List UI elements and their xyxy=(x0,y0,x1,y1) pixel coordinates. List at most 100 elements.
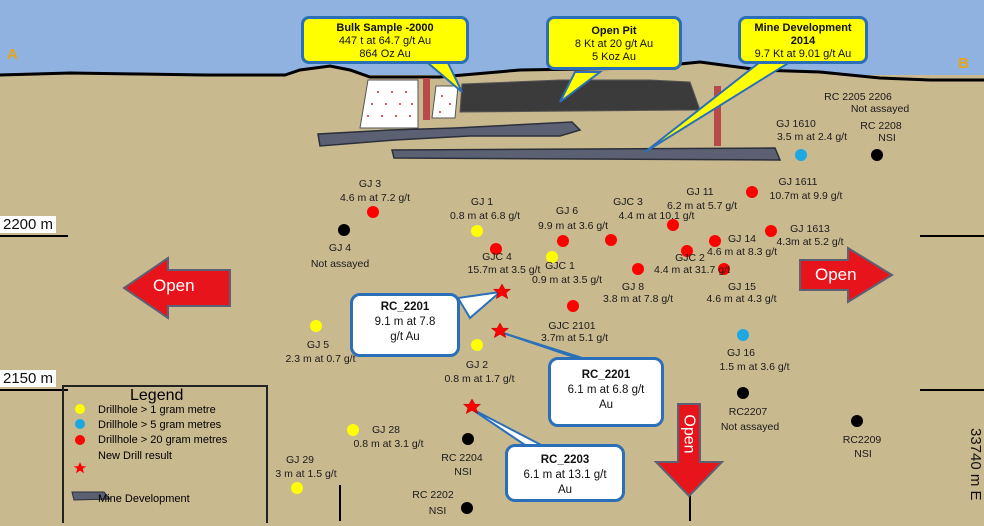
drillhole-name-gjc2: GJC 2 xyxy=(675,252,705,264)
drillhole-name-gj1613: GJ 1613 xyxy=(790,223,830,235)
callout-line: 864 Oz Au xyxy=(359,48,411,60)
drillhole-result-gj1611: 10.7m at 9.9 g/t xyxy=(769,190,843,202)
drillhole-name-gj4: GJ 4 xyxy=(328,242,352,254)
drillhole-name-gj6: GJ 6 xyxy=(555,205,579,217)
drillhole-marker-gj14 xyxy=(709,235,721,247)
drillhole-marker-gjc2 xyxy=(681,245,693,257)
drillhole-result-gj3: 4.6 m at 7.2 g/t xyxy=(339,192,411,204)
drillhole-result-gj1610: 3.5 m at 2.4 g/t xyxy=(776,131,848,143)
callout-line: 8 Kt at 20 g/t Au xyxy=(574,38,654,50)
drillhole-name-gj11: GJ 11 xyxy=(686,186,714,198)
new-drill-stars xyxy=(462,283,512,415)
open-arrow-down xyxy=(653,403,725,498)
mine-development-upper xyxy=(317,121,582,147)
drillhole-name-gj1611: GJ 1611 xyxy=(778,176,818,188)
drillhole-name-gj28: GJ 28 xyxy=(371,424,400,436)
callout-line: 447 t at 64.7 g/t Au xyxy=(338,35,432,47)
result-box-rc2203: RC_2203 6.1 m at 13.1 g/t Au xyxy=(505,444,625,502)
drillhole-marker-gj4 xyxy=(338,224,350,236)
result-line: 6.1 m at 13.1 g/t xyxy=(523,469,607,481)
callout-line: 5 Koz Au xyxy=(591,51,637,63)
elevation-label-2200: 2200 m xyxy=(0,216,57,233)
open-label-left: Open xyxy=(153,276,195,295)
result-line: 9.1 m at 7.8 xyxy=(374,316,436,328)
drillhole-name-rc2208: RC 2208 xyxy=(860,120,902,132)
open-arrow-left xyxy=(122,256,231,320)
drillhole-name-gj5: GJ 5 xyxy=(306,339,330,351)
drillhole-result-gj28: 0.8 m at 3.1 g/t xyxy=(353,438,424,450)
new-drill-star xyxy=(462,398,482,415)
drillhole-marker-gj1613 xyxy=(765,225,777,237)
drillhole-result-gj6: 9.9 m at 3.6 g/t xyxy=(537,220,609,232)
drillhole-name-rc2209: RC2209 xyxy=(842,434,882,446)
open-label-down: Open xyxy=(680,414,698,454)
drillhole-result-gjc3: 4.4 m at 10.1 g/t xyxy=(618,210,695,222)
support-pillar xyxy=(714,86,721,146)
drillhole-marker-gjc4 xyxy=(490,243,502,255)
drillhole-marker-gj3 xyxy=(367,206,379,218)
drillhole-result-gj29: 3 m at 1.5 g/t xyxy=(275,468,337,480)
drillhole-result-rc2208: NSI xyxy=(878,132,896,144)
drillhole-result-gj1: 0.8 m at 6.8 g/t xyxy=(449,210,521,222)
drillhole-marker-gjc2101 xyxy=(567,300,579,312)
drillhole-result-rc2204: NSI xyxy=(454,466,472,478)
drillhole-marker-rc2208 xyxy=(871,149,883,161)
drillhole-marker-gj6 xyxy=(557,235,569,247)
drillhole-result-gj5: 2.3 m at 0.7 g/t xyxy=(285,353,356,365)
drillhole-result-gjc1: 0.9 m at 3.5 g/t xyxy=(531,274,603,286)
open-pit-callout: Open Pit 8 Kt at 20 g/t Au 5 Koz Au xyxy=(546,16,682,70)
legend-swatch-yellow xyxy=(75,404,85,414)
drillhole-name-gjc4: GJC 4 xyxy=(482,251,512,263)
drillhole-marker-gj5 xyxy=(310,320,322,332)
ground xyxy=(0,62,984,521)
drillhole-name-gj1610: GJ 1610 xyxy=(776,118,816,130)
legend-item: Mine Development xyxy=(98,493,190,505)
new-drill-star xyxy=(490,322,510,339)
drillhole-result-gjc2: 4.4 m at 31.7 g/t xyxy=(654,264,730,276)
drillhole-result-rc2202: NSI xyxy=(428,505,447,517)
legend: Legend Drillhole > 1 gram metre Drillhol… xyxy=(62,385,268,523)
mine-development-lower xyxy=(391,147,782,161)
drillhole-marker-rc2209 xyxy=(851,415,863,427)
drillhole-marker-gj29 xyxy=(291,482,303,494)
legend-item: Drillhole > 5 gram metres xyxy=(98,419,222,431)
mine-development-callout: Mine Development 2014 9.7 Kt at 9.01 g/t… xyxy=(738,16,868,64)
drillhole-name-rc2204: RC 2204 xyxy=(441,452,483,464)
drillhole-marker-rc2204 xyxy=(462,433,474,445)
drillhole-markers xyxy=(291,149,883,514)
result-line: Au xyxy=(557,484,573,496)
drillhole-name-gjc3: GJC 3 xyxy=(613,196,643,208)
open-pit xyxy=(459,79,701,113)
drillhole-result-gjc2101: 3.7m at 5.1 g/t xyxy=(540,332,609,344)
drillhole-name-gj29: GJ 29 xyxy=(285,454,314,466)
bulk-sample-zone xyxy=(359,79,459,129)
drillhole-name-gjc2101: GJC 2101 xyxy=(548,320,596,332)
drillhole-result-gj15: 4.6 m at 4.3 g/t xyxy=(706,293,777,305)
drillhole-result-gj4: Not assayed xyxy=(310,258,370,270)
drillhole-name-rc2207: RC2207 xyxy=(728,406,768,418)
drillhole-name-gj8: GJ 8 xyxy=(621,281,645,293)
drillhole-result-gj16: 1.5 m at 3.6 g/t xyxy=(719,361,790,373)
legend-item: Drillhole > 20 gram metres xyxy=(98,434,228,446)
result-box-rc2201-a: RC_2201 9.1 m at 7.8 g/t Au xyxy=(350,293,460,357)
legend-item: Drillhole > 1 gram metre xyxy=(98,404,216,416)
drillhole-result-rc2209: NSI xyxy=(854,448,872,460)
bulk-sample-callout: Bulk Sample -2000 447 t at 64.7 g/t Au 8… xyxy=(301,16,469,64)
result-box-rc2201-b: RC_2201 6.1 m at 6.8 g/t Au xyxy=(548,357,664,427)
drillhole-marker-gjc3 xyxy=(605,234,617,246)
drillhole-result-gj1613: 4.3m at 5.2 g/t xyxy=(776,236,844,248)
callout-line: 2014 xyxy=(790,35,816,47)
drillhole-name-rc2205: RC 2205 2206 xyxy=(824,91,892,103)
result1-pointer xyxy=(456,290,504,320)
callout-title: Bulk Sample -2000 xyxy=(336,22,434,34)
elevation-label-2150: 2150 m xyxy=(0,370,57,387)
drillhole-marker-gj28 xyxy=(347,424,359,436)
drillhole-result-gj2: 0.8 m at 1.7 g/t xyxy=(444,373,515,385)
drillhole-name-gj15: GJ 15 xyxy=(727,281,756,293)
legend-swatch-minedev xyxy=(71,491,112,501)
surface-line xyxy=(0,60,984,82)
drillhole-marker-gj1 xyxy=(471,225,483,237)
drillhole-marker-gj2 xyxy=(471,339,483,351)
callout-line: 9.7 Kt at 9.01 g/t Au xyxy=(754,48,852,60)
